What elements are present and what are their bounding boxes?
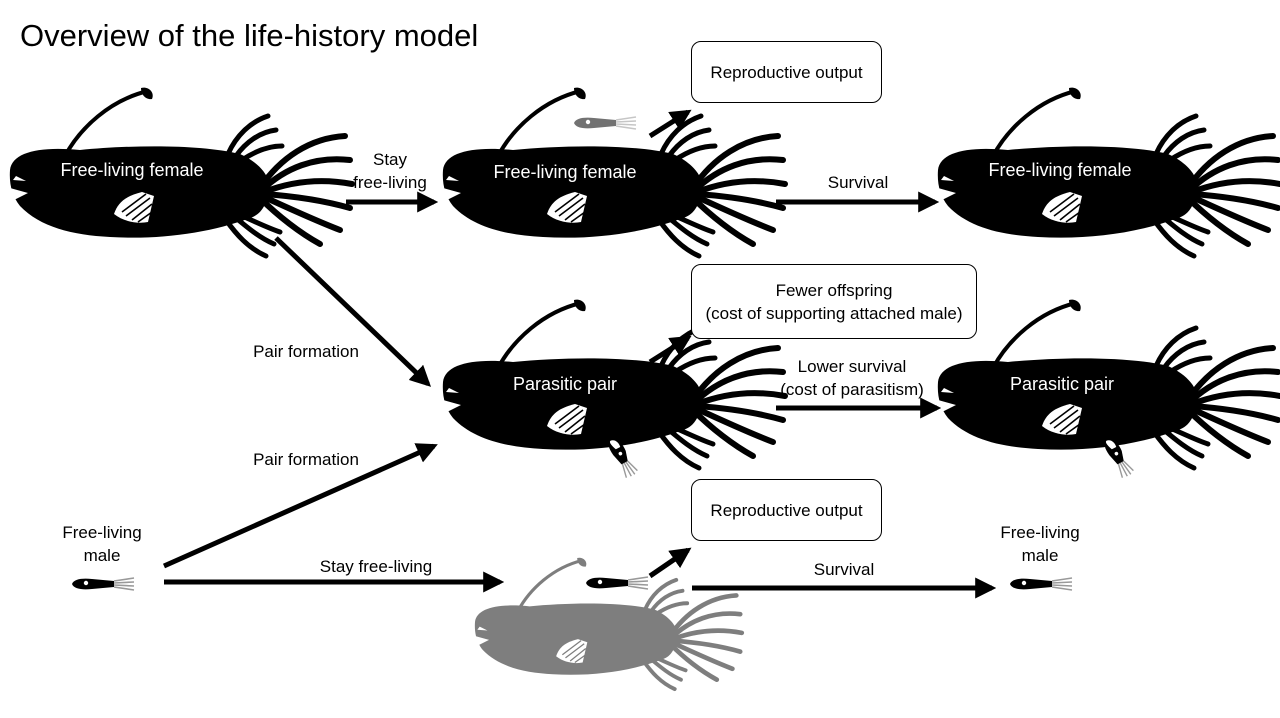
- state-label-pp-mid: Parasitic pair: [512, 374, 618, 394]
- stay-ff-line1: Stay: [372, 150, 408, 169]
- state-label-male-right: Free-living male: [978, 521, 1102, 567]
- male-right-icon: [1009, 577, 1073, 591]
- label-stay-ff: Stay free-living: [340, 148, 440, 194]
- label-pair-formation-f: Pair formation: [253, 342, 359, 361]
- label-pair-formation-m: Pair formation: [253, 450, 359, 469]
- male-mid-icon: [585, 576, 649, 590]
- label-stay-m: Stay free-living: [319, 557, 433, 576]
- label-survival-top: Survival: [827, 173, 889, 192]
- box-repro-top-text: Reproductive output: [710, 62, 863, 82]
- fish-faded-icon: [475, 558, 742, 689]
- male-left-line1: Free-living: [62, 523, 142, 542]
- arrow-repro-bottom: [648, 547, 692, 579]
- male-right-line2: male: [1021, 546, 1059, 565]
- box-reproductive-output-top: Reproductive output: [691, 41, 882, 103]
- box-reproductive-output-bottom: Reproductive output: [691, 479, 882, 541]
- state-label-male-left: Free-living male: [40, 521, 164, 567]
- arrow-fewer: [648, 335, 692, 365]
- state-label-ff-left: Free-living female: [60, 160, 204, 180]
- arrow-pair-formation-m: [162, 443, 438, 569]
- box-fewer-offspring: Fewer offspring (cost of supporting atta…: [691, 264, 977, 339]
- lower-survival-line1: Lower survival: [797, 357, 907, 376]
- state-label-pp-right: Parasitic pair: [1009, 374, 1115, 394]
- label-lower-survival: Lower survival (cost of parasitism): [762, 355, 942, 401]
- state-label-ff-mid: Free-living female: [493, 162, 637, 182]
- arrow-repro-top: [648, 109, 692, 139]
- arrow-pair-formation-f: [274, 236, 432, 387]
- state-label-ff-right: Free-living female: [988, 160, 1132, 180]
- box-fewer-line2: (cost of supporting attached male): [705, 303, 963, 323]
- page-title: Overview of the life-history model: [20, 18, 479, 53]
- male-left-line2: male: [83, 546, 121, 565]
- label-survival-bottom: Survival: [813, 560, 875, 579]
- stay-ff-line2: free-living: [353, 173, 427, 192]
- male-left-icon: [71, 577, 135, 591]
- male-right-line1: Free-living: [1000, 523, 1080, 542]
- lower-survival-line2: (cost of parasitism): [780, 380, 924, 399]
- box-fewer-line1: Fewer offspring: [775, 280, 893, 300]
- box-repro-bottom-text: Reproductive output: [710, 500, 863, 520]
- male-top-icon: [573, 116, 637, 130]
